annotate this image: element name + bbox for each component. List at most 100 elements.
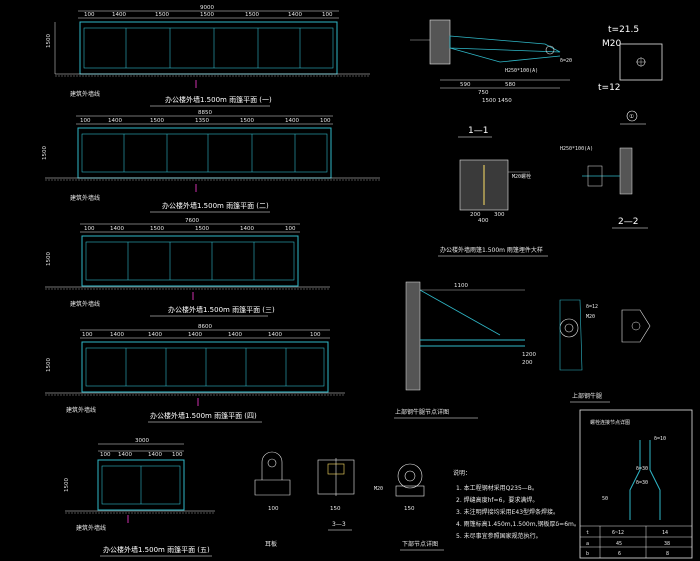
section-2-2-label: H250*100(A)	[560, 146, 593, 152]
elevation-4-seg-5: 1400	[268, 332, 282, 338]
elevation-2-seg-4: 1500	[240, 118, 254, 124]
elevation-5-seg-2: 1400	[148, 452, 162, 458]
elevation-2-total-dim: 8850	[198, 110, 212, 116]
table-r1c1: 6	[618, 551, 621, 557]
plate-circle-label: ①	[629, 114, 634, 120]
elevation-1-seg-5: 1400	[288, 12, 302, 18]
bracket-dim-1100: 1100	[454, 283, 468, 289]
elevation-2-segment-dims: 100 1400 1500 1350 1500 1400 100	[80, 118, 331, 124]
elevation-1-height-dim: 1500	[46, 34, 52, 48]
elevation-2-height-dim: 1500	[42, 146, 48, 160]
bracket-detail: 1100 M20 δ=12 1200 200 上部钢牛腿节点详图 上部钢牛腿	[394, 281, 651, 419]
elevation-3-ref-label: 建筑外墙线	[70, 300, 100, 308]
elevation-2-seg-6: 100	[320, 118, 331, 124]
elevation-3-height-dim: 1500	[46, 252, 52, 266]
elevation-4-height-dim: 1500	[46, 358, 52, 372]
plate-t-value: t=21.5	[608, 25, 639, 35]
table-h0: t	[586, 530, 589, 536]
table-title: 螺栓连接节点详图	[590, 419, 630, 426]
bottom-dim-150b: 150	[404, 506, 415, 512]
elevation-1-total-dim: 9000	[200, 5, 214, 11]
table-detail: 螺栓连接节点详图 δ=10 δ=30 δ=30 50 t 6~12 14 a 4…	[579, 409, 693, 559]
elevation-2: 8850 100 1400 1500 1350 1500 1400 100 15…	[42, 110, 380, 213]
plate-thickness: t=12	[598, 83, 621, 93]
table-delta-30a: δ=30	[636, 466, 648, 472]
elevation-3-seg-4: 1400	[240, 226, 254, 232]
elevation-1-seg-3: 1500	[200, 12, 214, 18]
elevation-1-seg-2: 1500	[155, 12, 169, 18]
section-1-1-title: 1—1	[468, 126, 488, 136]
elevation-1-seg-0: 100	[84, 12, 95, 18]
elevation-1-seg-4: 1500	[245, 12, 259, 18]
elevation-4-seg-6: 100	[310, 332, 321, 338]
bracket-dim-200: 200	[522, 360, 533, 366]
elevation-4-seg-1: 1400	[110, 332, 124, 338]
elevation-3-seg-2: 1500	[150, 226, 164, 232]
note-3: 3. 未注明焊接均采用E43型焊条焊接。	[456, 508, 559, 516]
elevation-1-ref-label: 建筑外墙线	[70, 90, 100, 98]
elevation-2-seg-3: 1350	[195, 118, 209, 124]
table-r1c0: b	[586, 551, 589, 557]
bracket-bolt: M20	[586, 314, 595, 320]
elevation-3-title: 办公楼外墙1.500m 雨篷平面 (三)	[168, 305, 275, 314]
elevation-1-title: 办公楼外墙1.500m 雨篷平面 (一)	[165, 95, 272, 104]
plate-bolt: M20	[602, 39, 621, 49]
section-2-2-title: 2—2	[618, 217, 638, 227]
section-1-1-dim-400: 400	[478, 218, 489, 224]
elevation-5-title: 办公楼外墙1.500m 雨篷平面 (五)	[103, 545, 210, 554]
elevation-3-seg-5: 100	[285, 226, 296, 232]
table-delta-30b: δ=30	[636, 480, 648, 486]
elevation-5: 3000 100 1400 1400 100 1500 建筑外墙线 办公楼外墙1…	[64, 438, 215, 557]
elevation-4-seg-3: 1400	[188, 332, 202, 338]
table-frame	[579, 409, 693, 559]
elevation-5-seg-0: 100	[100, 452, 111, 458]
elevation-5-seg-1: 1400	[118, 452, 132, 458]
elevation-3-total-dim: 7600	[185, 218, 199, 224]
bottom-dim-150: 150	[330, 506, 341, 512]
elevation-4-seg-0: 100	[82, 332, 93, 338]
elevation-4-frame	[81, 341, 329, 393]
bracket-dim-1200: 1200	[522, 352, 536, 358]
bracket-wall	[405, 281, 421, 391]
elevation-3-segment-dims: 100 1400 1500 1500 1400 100	[84, 226, 296, 232]
section-2-2: H250*100(A) 2—2	[560, 146, 648, 229]
elevation-4: 8600 100 1400 1400 1400 1400 1400 100 15…	[45, 324, 345, 423]
top-detail-delta: δ=20	[560, 58, 572, 64]
elevation-4-ref-label: 建筑外墙线	[66, 406, 96, 414]
table-dim-50: 50	[602, 496, 608, 502]
elevation-1-seg-1: 1400	[112, 12, 126, 18]
elevation-5-height-dim: 1500	[64, 478, 70, 492]
elevation-2-ref-label: 建筑外墙线	[70, 194, 100, 202]
elevation-1: 9000 100 1400 1500 1500 1500 1400 100 15…	[46, 5, 370, 107]
section-1-1: 1—1 M20螺栓 400 200 300 办公楼外墙雨篷1.500m 雨篷埋件…	[438, 126, 548, 257]
top-detail-h-label: H250*100(A)	[505, 68, 538, 74]
bottom-details: 100 耳板 150 3—3 M20 150 下部节点详图	[254, 451, 444, 551]
bottom-dim-100: 100	[268, 506, 279, 512]
elevation-3-seg-0: 100	[84, 226, 95, 232]
note-2: 2. 焊缝高度hf=6，要求满焊。	[456, 496, 538, 504]
top-detail-wall	[429, 19, 451, 65]
elevation-3-seg-3: 1500	[195, 226, 209, 232]
elevation-2-seg-0: 100	[80, 118, 91, 124]
bottom-lower-title: 下部节点详图	[402, 540, 438, 548]
top-detail-dim-590: 590	[460, 82, 471, 88]
bottom-33-title: 3—3	[332, 521, 346, 528]
table-delta-10: δ=10	[654, 436, 666, 442]
elevation-2-seg-2: 1500	[150, 118, 164, 124]
top-detail-dim-580: 580	[505, 82, 516, 88]
elevation-1-segment-dims: 100 1400 1500 1500 1500 1400 100	[84, 12, 333, 18]
note-5: 5. 未尽事宜参照国家规范执行。	[456, 532, 542, 540]
bottom-bolt: M20	[374, 486, 383, 492]
bottom-lug-label: 耳板	[265, 540, 277, 548]
plate-outline	[619, 43, 663, 81]
plate-detail: t=21.5 M20 t=12 ①	[598, 25, 663, 125]
elevation-2-seg-5: 1400	[285, 118, 299, 124]
section-1-1-note: M20螺栓	[512, 173, 531, 180]
elevation-5-ref-label: 建筑外墙线	[76, 524, 106, 532]
table-r0c1: 45	[616, 541, 622, 547]
top-detail-dim-1500: 1500 1450	[482, 98, 512, 104]
note-4: 4. 雨篷标高1.450m,1.500m,钢板厚δ=6m。	[456, 520, 580, 528]
elevation-3-frame	[81, 235, 299, 287]
